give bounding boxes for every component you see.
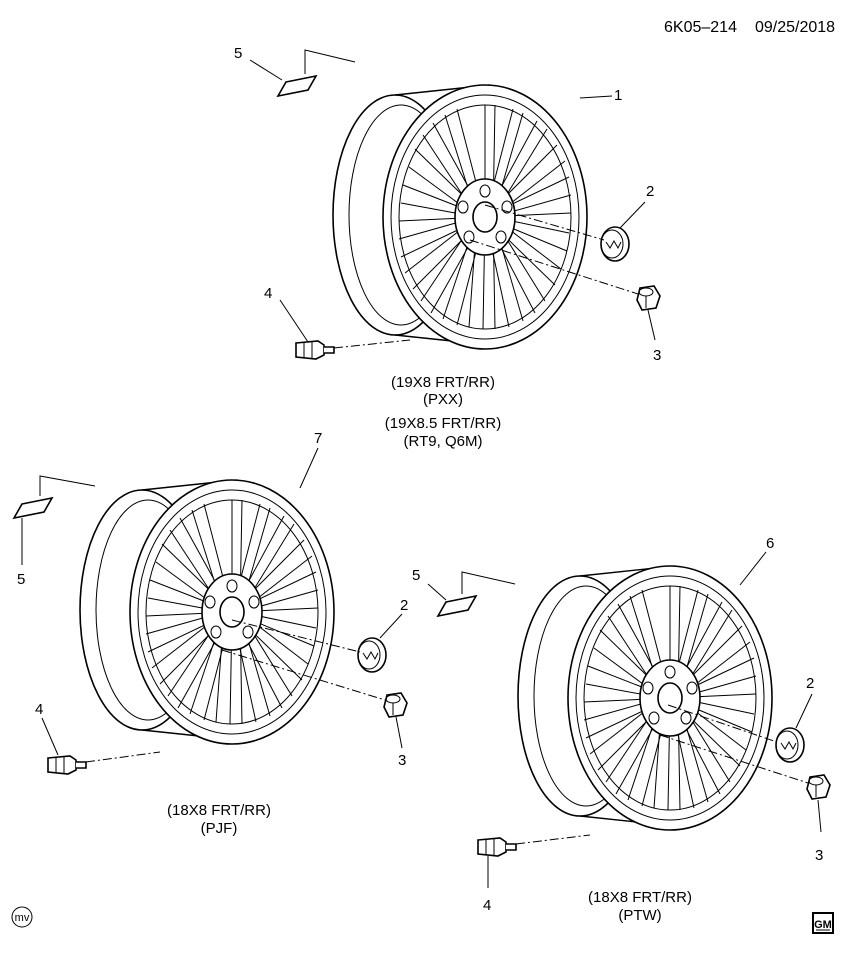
gm-logo-icon: GM bbox=[812, 912, 834, 934]
callout-sensor-1: 4 bbox=[264, 285, 272, 302]
wheel-3-caption-1: (18X8 FRT/RR) bbox=[588, 889, 692, 906]
callout-nut-3: 3 bbox=[815, 847, 823, 864]
callout-wheel-2: 7 bbox=[314, 430, 322, 447]
callout-wheel-1: 1 bbox=[614, 87, 622, 104]
callout-cap-1: 2 bbox=[646, 183, 654, 200]
callout-weight-1: 5 bbox=[234, 45, 242, 62]
gm-logo-text: GM bbox=[814, 919, 832, 931]
callout-nut-2: 3 bbox=[398, 752, 406, 769]
callout-weight-3: 5 bbox=[412, 567, 420, 584]
callout-cap-3: 2 bbox=[806, 675, 814, 692]
wheel-assembly-1: 1 2 3 4 5 (19X8 FRT/RR) (PXX) (19X8.5 FR… bbox=[234, 45, 661, 450]
callout-cap-2: 2 bbox=[400, 597, 408, 614]
callout-nut-1: 3 bbox=[653, 347, 661, 364]
wheel-1-caption-3: (19X8.5 FRT/RR) bbox=[385, 415, 501, 432]
wheel-1-caption-2: (PXX) bbox=[423, 391, 463, 408]
callout-wheel-3: 6 bbox=[766, 535, 774, 552]
callout-sensor-3: 4 bbox=[483, 897, 491, 914]
wheel-assembly-2: 7 2 3 4 5 (18X8 FRT/RR) (PJF) bbox=[13, 430, 408, 837]
callout-weight-2: 5 bbox=[17, 571, 25, 588]
diagram-date: 09/25/2018 bbox=[755, 19, 835, 36]
artist-mark-text: mv bbox=[15, 912, 30, 924]
artist-mark: mv bbox=[11, 906, 33, 928]
diagram-code: 6K05–214 bbox=[664, 19, 737, 36]
callout-sensor-2: 4 bbox=[35, 701, 43, 718]
wheel-2-caption-2: (PJF) bbox=[201, 820, 238, 837]
wheel-1-caption-1: (19X8 FRT/RR) bbox=[391, 374, 495, 391]
wheel-assembly-3: 6 2 3 4 5 (18X8 FRT/RR) (PTW) bbox=[412, 535, 831, 924]
wheel-1-caption-4: (RT9, Q6M) bbox=[404, 433, 483, 450]
wheel-2-caption-1: (18X8 FRT/RR) bbox=[167, 802, 271, 819]
wheel-3-caption-2: (PTW) bbox=[618, 907, 661, 924]
